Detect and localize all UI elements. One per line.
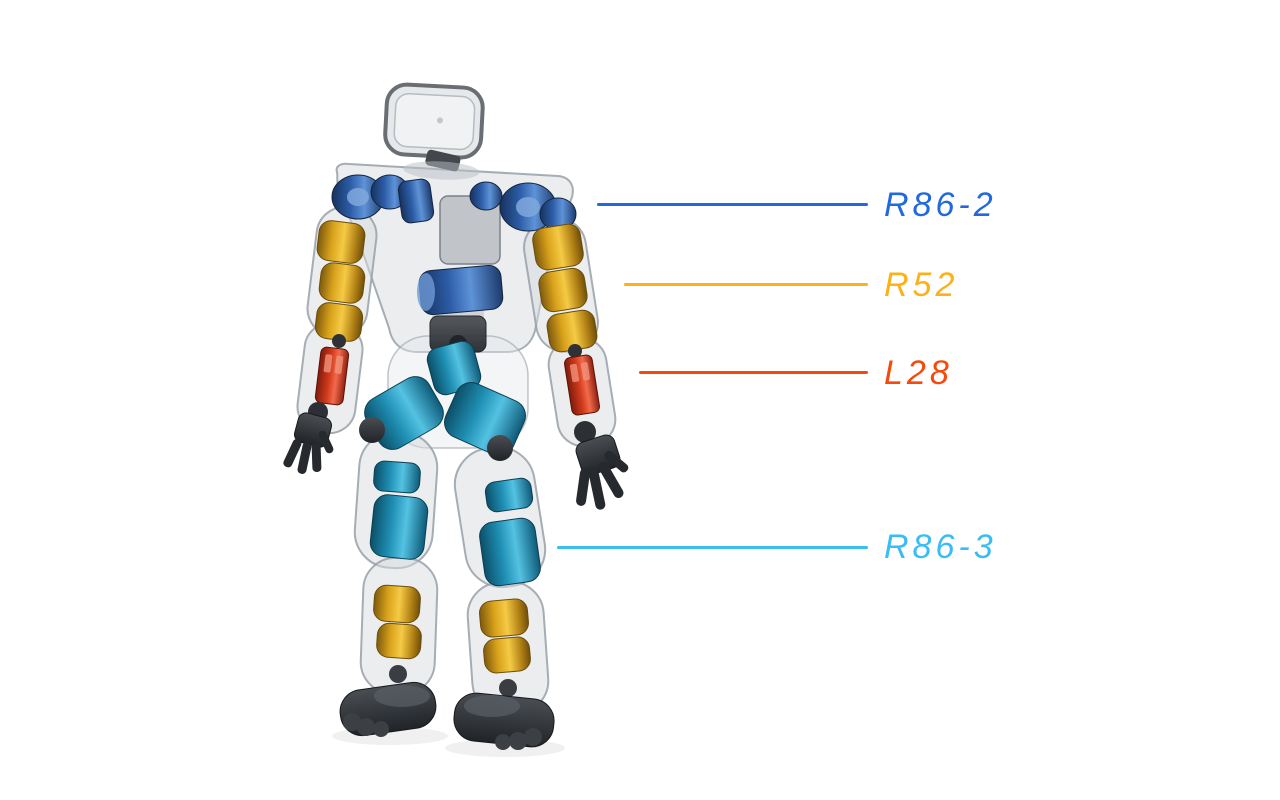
knee-actuator	[369, 494, 429, 560]
right-hand-gripper	[574, 421, 629, 510]
callout-label-l28: L28	[884, 354, 953, 392]
leg-actuators	[369, 460, 541, 697]
shoulder-actuators	[331, 174, 577, 232]
left-foot	[339, 681, 437, 737]
callout-label-r86-2: R86-2	[884, 186, 997, 224]
left-arm-actuators	[314, 220, 366, 406]
callout-line-r86-2	[597, 203, 868, 206]
knee-actuator	[479, 517, 541, 587]
callout-line-r86-3	[557, 546, 868, 549]
callout-label-r52: R52	[884, 266, 959, 304]
elbow-actuator	[538, 267, 588, 313]
right-foot	[453, 692, 555, 750]
elbow-actuator	[318, 262, 366, 304]
right-arm-actuators	[532, 223, 600, 416]
left-hand-gripper	[283, 402, 334, 474]
robot-head	[383, 82, 485, 180]
callout-line-r52	[624, 283, 868, 286]
waist-actuators	[417, 265, 504, 353]
callout-label-r86-3: R86-3	[884, 528, 997, 566]
callout-line-l28	[639, 371, 868, 374]
hip-actuators	[359, 340, 526, 461]
